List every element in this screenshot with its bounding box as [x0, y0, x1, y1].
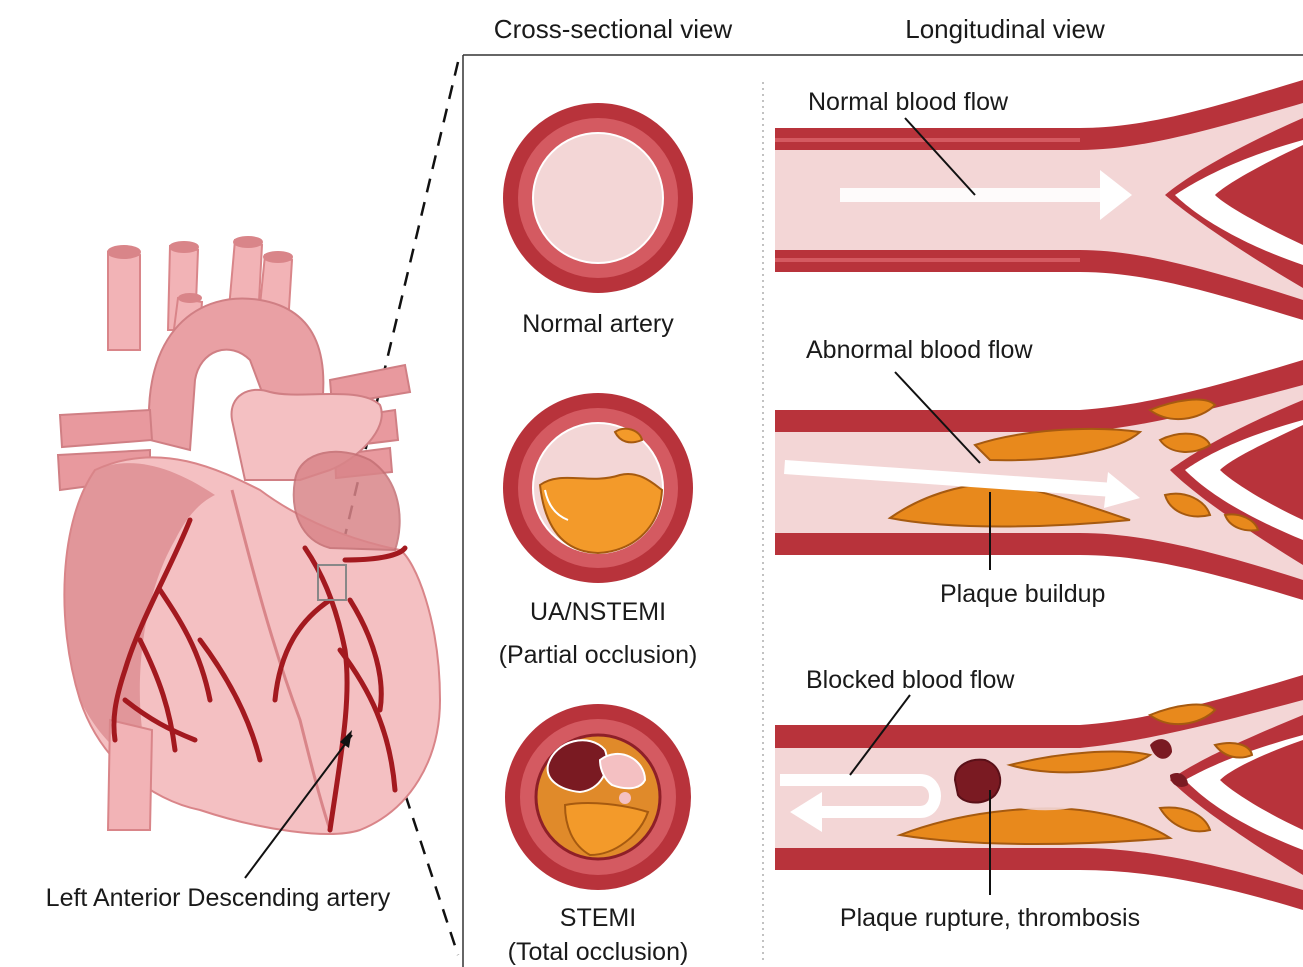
stemi-label: STEMI	[560, 904, 636, 932]
heart-illustration	[58, 237, 440, 878]
abnormal-blood-flow-label: Abnormal blood flow	[806, 336, 1033, 364]
normal-longitudinal-vessel	[775, 80, 1303, 320]
partial-occlusion-label: (Partial occlusion)	[499, 641, 698, 669]
abnormal-longitudinal-vessel	[775, 360, 1303, 600]
lad-label: Left Anterior Descending artery	[46, 884, 391, 912]
plaque-rupture-label: Plaque rupture, thrombosis	[840, 904, 1140, 932]
longitudinal-header: Longitudinal view	[905, 14, 1105, 44]
plaque-buildup-label: Plaque buildup	[940, 580, 1105, 608]
total-occlusion-cross-section	[505, 704, 691, 890]
normal-blood-flow-label: Normal blood flow	[808, 88, 1009, 116]
cross-sectional-header: Cross-sectional view	[494, 14, 733, 44]
normal-artery-label: Normal artery	[522, 310, 674, 338]
normal-cross-section	[503, 103, 693, 293]
ua-nstemi-label: UA/NSTEMI	[530, 598, 666, 626]
blocked-longitudinal-vessel	[775, 675, 1303, 910]
total-occlusion-label: (Total occlusion)	[508, 938, 689, 966]
partial-occlusion-cross-section	[503, 393, 693, 583]
blocked-blood-flow-label: Blocked blood flow	[806, 666, 1015, 694]
